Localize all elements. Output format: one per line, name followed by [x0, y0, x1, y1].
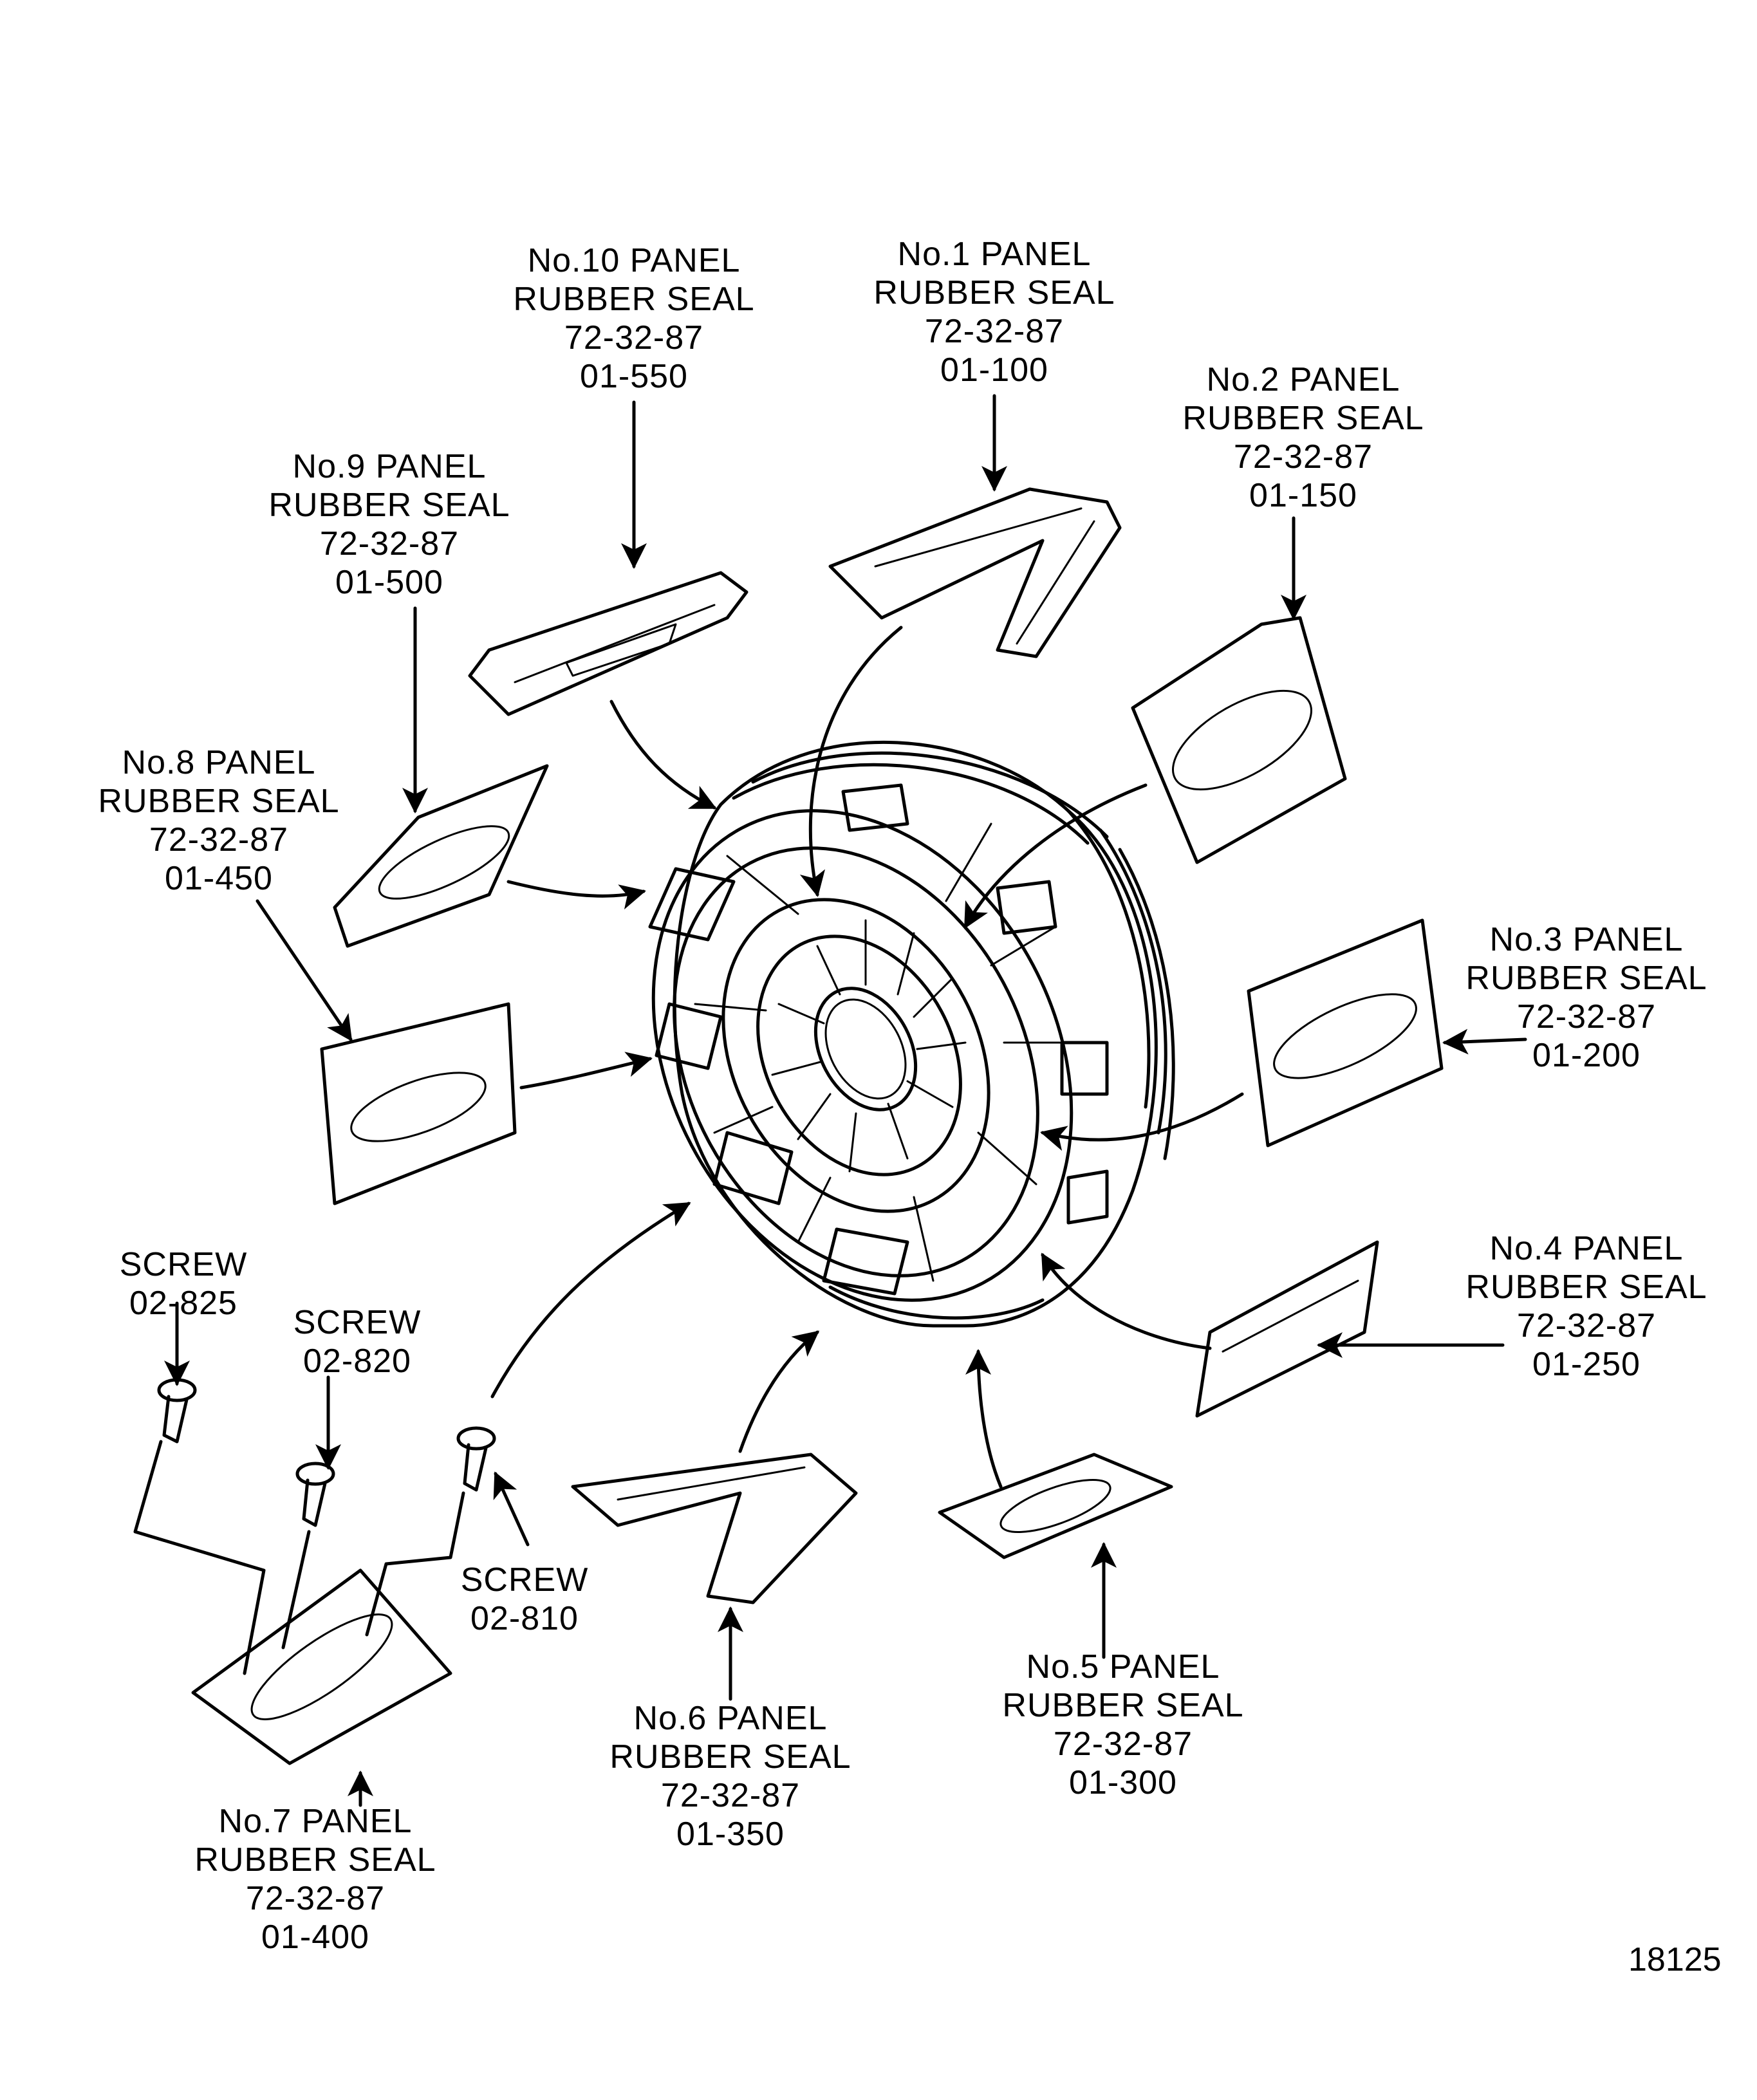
- callout-line: 72-32-87: [1516, 998, 1657, 1036]
- callout-line: 01-150: [1249, 477, 1357, 514]
- figure-number: 18125: [1628, 1941, 1722, 1978]
- callout-line: SCREW: [293, 1304, 422, 1341]
- panel-2-seal-part: [1131, 616, 1347, 864]
- callout-line: RUBBER SEAL: [1465, 960, 1707, 997]
- callout-line: SCREW: [119, 1246, 248, 1283]
- callout-line: 72-32-87: [660, 1777, 801, 1814]
- callout-panel-5: No.5 PANEL RUBBER SEAL 72-32-87 01-300: [978, 1648, 1268, 1802]
- panel-6-seal-part: [571, 1453, 858, 1604]
- callout-line: No.8 PANEL: [122, 744, 316, 781]
- callout-line: 01-250: [1532, 1346, 1641, 1383]
- callout-line: 72-32-87: [924, 313, 1064, 350]
- panel-1-seal-part: [828, 487, 1122, 658]
- callout-line: SCREW: [460, 1561, 589, 1599]
- callout-panel-2: No.2 PANEL RUBBER SEAL 72-32-87 01-150: [1158, 360, 1448, 515]
- wheel-assembly: [648, 740, 1175, 1328]
- callout-line: 01-550: [580, 358, 688, 395]
- callout-line: RUBBER SEAL: [1465, 1268, 1707, 1306]
- callout-line: 72-32-87: [245, 1880, 386, 1917]
- callout-line: RUBBER SEAL: [1002, 1687, 1244, 1724]
- callout-line: No.6 PANEL: [633, 1700, 828, 1737]
- callout-line: 01-450: [165, 860, 273, 897]
- callout-line: No.9 PANEL: [292, 448, 487, 485]
- callout-line: RUBBER SEAL: [873, 274, 1115, 311]
- callout-line: RUBBER SEAL: [194, 1841, 436, 1879]
- callout-line: 72-32-87: [149, 821, 289, 859]
- callout-line: 72-32-87: [1053, 1725, 1193, 1763]
- callout-line: No.4 PANEL: [1489, 1230, 1684, 1267]
- callout-line: RUBBER SEAL: [98, 783, 340, 820]
- callout-line: 72-32-87: [564, 319, 704, 357]
- callout-line: No.2 PANEL: [1206, 361, 1400, 398]
- callout-line: 72-32-87: [1233, 438, 1373, 476]
- callout-line: No.1 PANEL: [897, 236, 1092, 273]
- panel-9-seal-part: [333, 764, 549, 948]
- callout-line: 02-825: [129, 1285, 237, 1322]
- callout-line: 72-32-87: [1516, 1307, 1657, 1344]
- callout-line: 01-500: [335, 564, 443, 601]
- callout-panel-10: No.10 PANEL RUBBER SEAL 72-32-87 01-550: [489, 241, 779, 396]
- panel-7-seal-part: [191, 1568, 452, 1765]
- callout-screw-810: SCREW 02-810: [444, 1561, 605, 1638]
- callout-line: RUBBER SEAL: [609, 1738, 851, 1776]
- callout-line: RUBBER SEAL: [268, 487, 510, 524]
- callout-panel-8: No.8 PANEL RUBBER SEAL 72-32-87 01-450: [74, 743, 364, 898]
- callout-line: No.7 PANEL: [218, 1803, 413, 1840]
- callout-screw-825: SCREW 02-825: [103, 1245, 264, 1323]
- callout-line: 01-400: [261, 1919, 369, 1956]
- panel-3-seal-part: [1247, 918, 1444, 1148]
- callout-panel-9: No.9 PANEL RUBBER SEAL 72-32-87 01-500: [245, 447, 534, 602]
- callout-line: RUBBER SEAL: [1182, 400, 1424, 437]
- callout-line: 01-300: [1069, 1764, 1177, 1801]
- callout-line: 02-810: [470, 1600, 579, 1637]
- callout-line: No.5 PANEL: [1026, 1648, 1220, 1686]
- callout-line: 01-100: [940, 351, 1048, 389]
- callout-line: No.10 PANEL: [527, 242, 741, 279]
- callout-panel-1: No.1 PANEL RUBBER SEAL 72-32-87 01-100: [850, 235, 1139, 389]
- callout-panel-7: No.7 PANEL RUBBER SEAL 72-32-87 01-400: [171, 1802, 460, 1956]
- callout-line: No.3 PANEL: [1489, 921, 1684, 958]
- leader-lines: [133, 394, 1527, 1807]
- screw-820-part: [295, 1462, 335, 1527]
- callout-screw-820: SCREW 02-820: [277, 1303, 438, 1380]
- callout-panel-3: No.3 PANEL RUBBER SEAL 72-32-87 01-200: [1442, 920, 1731, 1075]
- screw-825-part: [157, 1378, 197, 1444]
- callout-line: 02-820: [303, 1343, 411, 1380]
- screw-810-part: [456, 1426, 496, 1492]
- callout-line: 72-32-87: [319, 525, 460, 562]
- panel-10-seal-part: [468, 571, 748, 716]
- panel-8-seal-part: [320, 1002, 517, 1205]
- callout-line: 01-350: [676, 1816, 785, 1853]
- panel-5-seal-part: [938, 1453, 1173, 1559]
- callout-line: RUBBER SEAL: [513, 281, 755, 318]
- panel-4-seal-part: [1195, 1240, 1379, 1418]
- callout-line: 01-200: [1532, 1037, 1641, 1074]
- callout-panel-6: No.6 PANEL RUBBER SEAL 72-32-87 01-350: [586, 1699, 875, 1854]
- callout-panel-4: No.4 PANEL RUBBER SEAL 72-32-87 01-250: [1442, 1229, 1731, 1384]
